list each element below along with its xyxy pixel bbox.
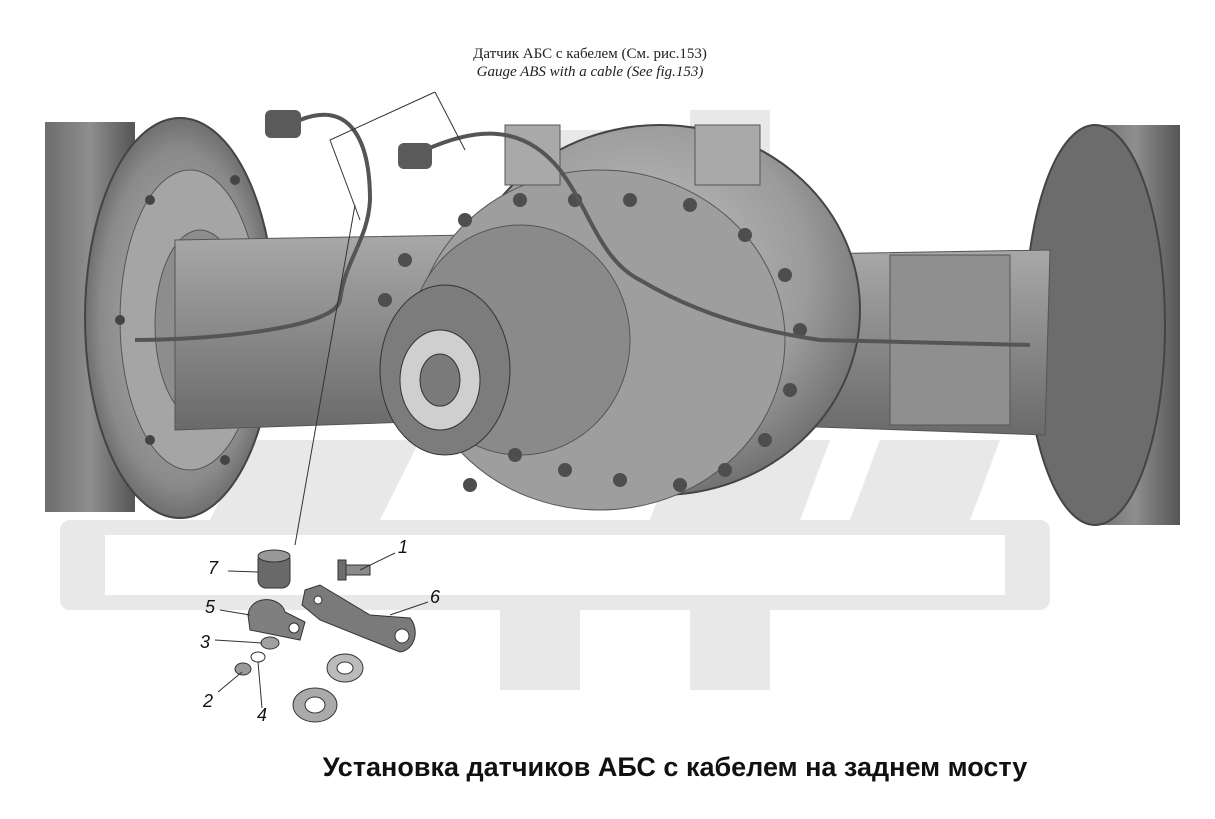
watermark-inner-band xyxy=(105,535,1005,595)
part-1-bolt xyxy=(337,559,371,581)
part-6-bracket xyxy=(301,584,416,653)
part-number-6: 6 xyxy=(430,587,441,607)
part-4-spring-washer xyxy=(250,651,266,663)
part-number-5: 5 xyxy=(205,597,216,617)
part-number-leaders xyxy=(214,552,429,709)
figure-caption: Установка датчиков АБС с кабелем на задн… xyxy=(322,752,1028,782)
callout-leaders xyxy=(294,91,466,546)
part-number-7: 7 xyxy=(208,558,219,578)
callout-text-en: Gauge ABS with a cable (See fig.153) xyxy=(476,64,704,80)
part-number-3: 3 xyxy=(200,632,211,652)
callout-text-ru: Датчик АБС с кабелем (См. рис.153) xyxy=(473,46,707,62)
part-number-1: 1 xyxy=(398,537,409,557)
abs-sensor-right xyxy=(398,143,432,169)
large-spring-washer xyxy=(326,653,364,683)
part-number-4: 4 xyxy=(257,705,268,725)
part-2-nut xyxy=(234,662,252,676)
part-5-clamp xyxy=(247,599,306,641)
part-7-bushing xyxy=(257,549,291,589)
differential-housing xyxy=(378,124,861,511)
part-number-2: 2 xyxy=(203,691,214,711)
abs-sensor-left xyxy=(265,110,301,138)
right-brake-drum xyxy=(1024,124,1180,526)
abs-sensor-callout: Датчик АБС с кабелем (См. рис.153) Gauge… xyxy=(380,45,800,81)
large-nut xyxy=(292,687,338,723)
abs-cables xyxy=(134,112,1031,347)
part-3-washer xyxy=(260,636,280,650)
